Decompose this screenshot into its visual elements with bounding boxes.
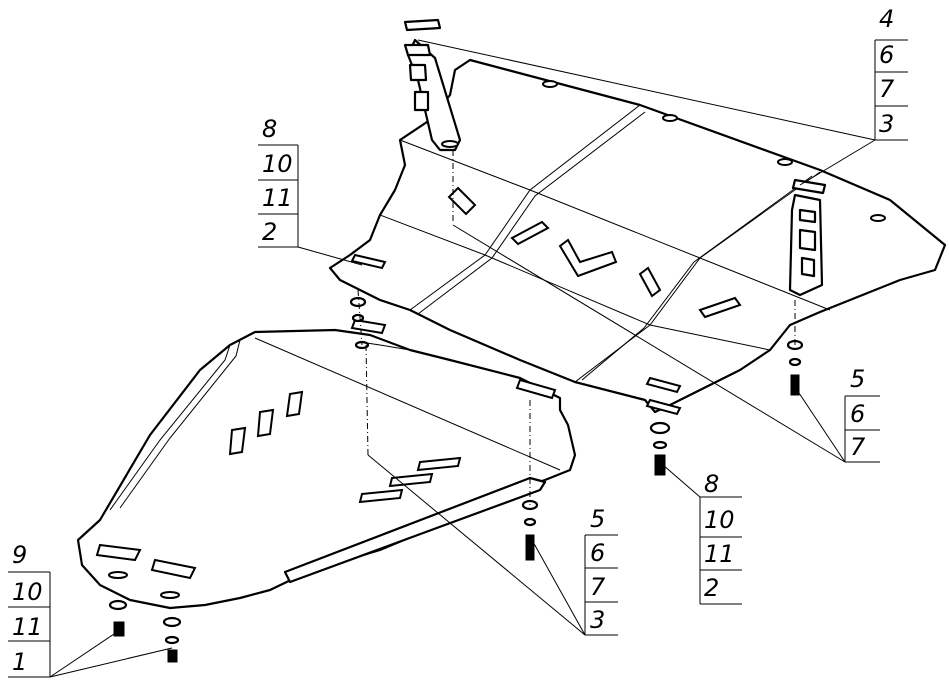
callout-label: 6 <box>879 41 894 69</box>
callout-label: 10 <box>12 578 43 606</box>
callout-label: 4 <box>879 5 894 33</box>
callout-label: 11 <box>704 540 735 568</box>
callout-lower-center: 5 6 7 3 <box>584 505 618 636</box>
left-mounting-bracket <box>403 18 462 152</box>
callout-label: 5 <box>590 505 605 533</box>
fastener-stacks <box>108 296 804 663</box>
front-skid-plate <box>76 318 577 610</box>
callout-label: 1 <box>12 648 27 676</box>
callout-label: 7 <box>879 75 895 103</box>
callout-upper-left: 8 10 11 2 <box>258 115 299 248</box>
callout-center-bottom: 8 10 11 2 <box>699 470 742 605</box>
callout-label: 9 <box>12 541 27 569</box>
callout-label: 5 <box>850 365 865 393</box>
callout-label: 3 <box>590 606 605 634</box>
callout-label: 6 <box>850 400 865 428</box>
callout-label: 8 <box>262 115 277 143</box>
callout-label: 7 <box>590 573 606 601</box>
callout-bottom-left: 9 10 11 1 <box>8 541 51 678</box>
callout-label: 11 <box>12 613 43 641</box>
callout-label: 7 <box>850 433 866 461</box>
callout-label: 10 <box>262 150 293 178</box>
callout-right-mid: 5 6 7 <box>844 365 880 463</box>
callout-label: 8 <box>704 470 719 498</box>
callout-label: 6 <box>590 539 605 567</box>
right-mounting-bracket <box>788 178 827 297</box>
callout-label: 3 <box>879 110 894 138</box>
callout-top-right: 4 6 7 3 <box>874 5 908 141</box>
assembly-axis-lines <box>357 150 796 505</box>
callout-label: 2 <box>704 574 719 602</box>
leader-lines <box>49 39 876 678</box>
rear-skid-plate <box>328 58 947 416</box>
callout-label: 2 <box>262 218 277 246</box>
callout-label: 11 <box>262 184 293 212</box>
callout-label: 10 <box>704 506 735 534</box>
